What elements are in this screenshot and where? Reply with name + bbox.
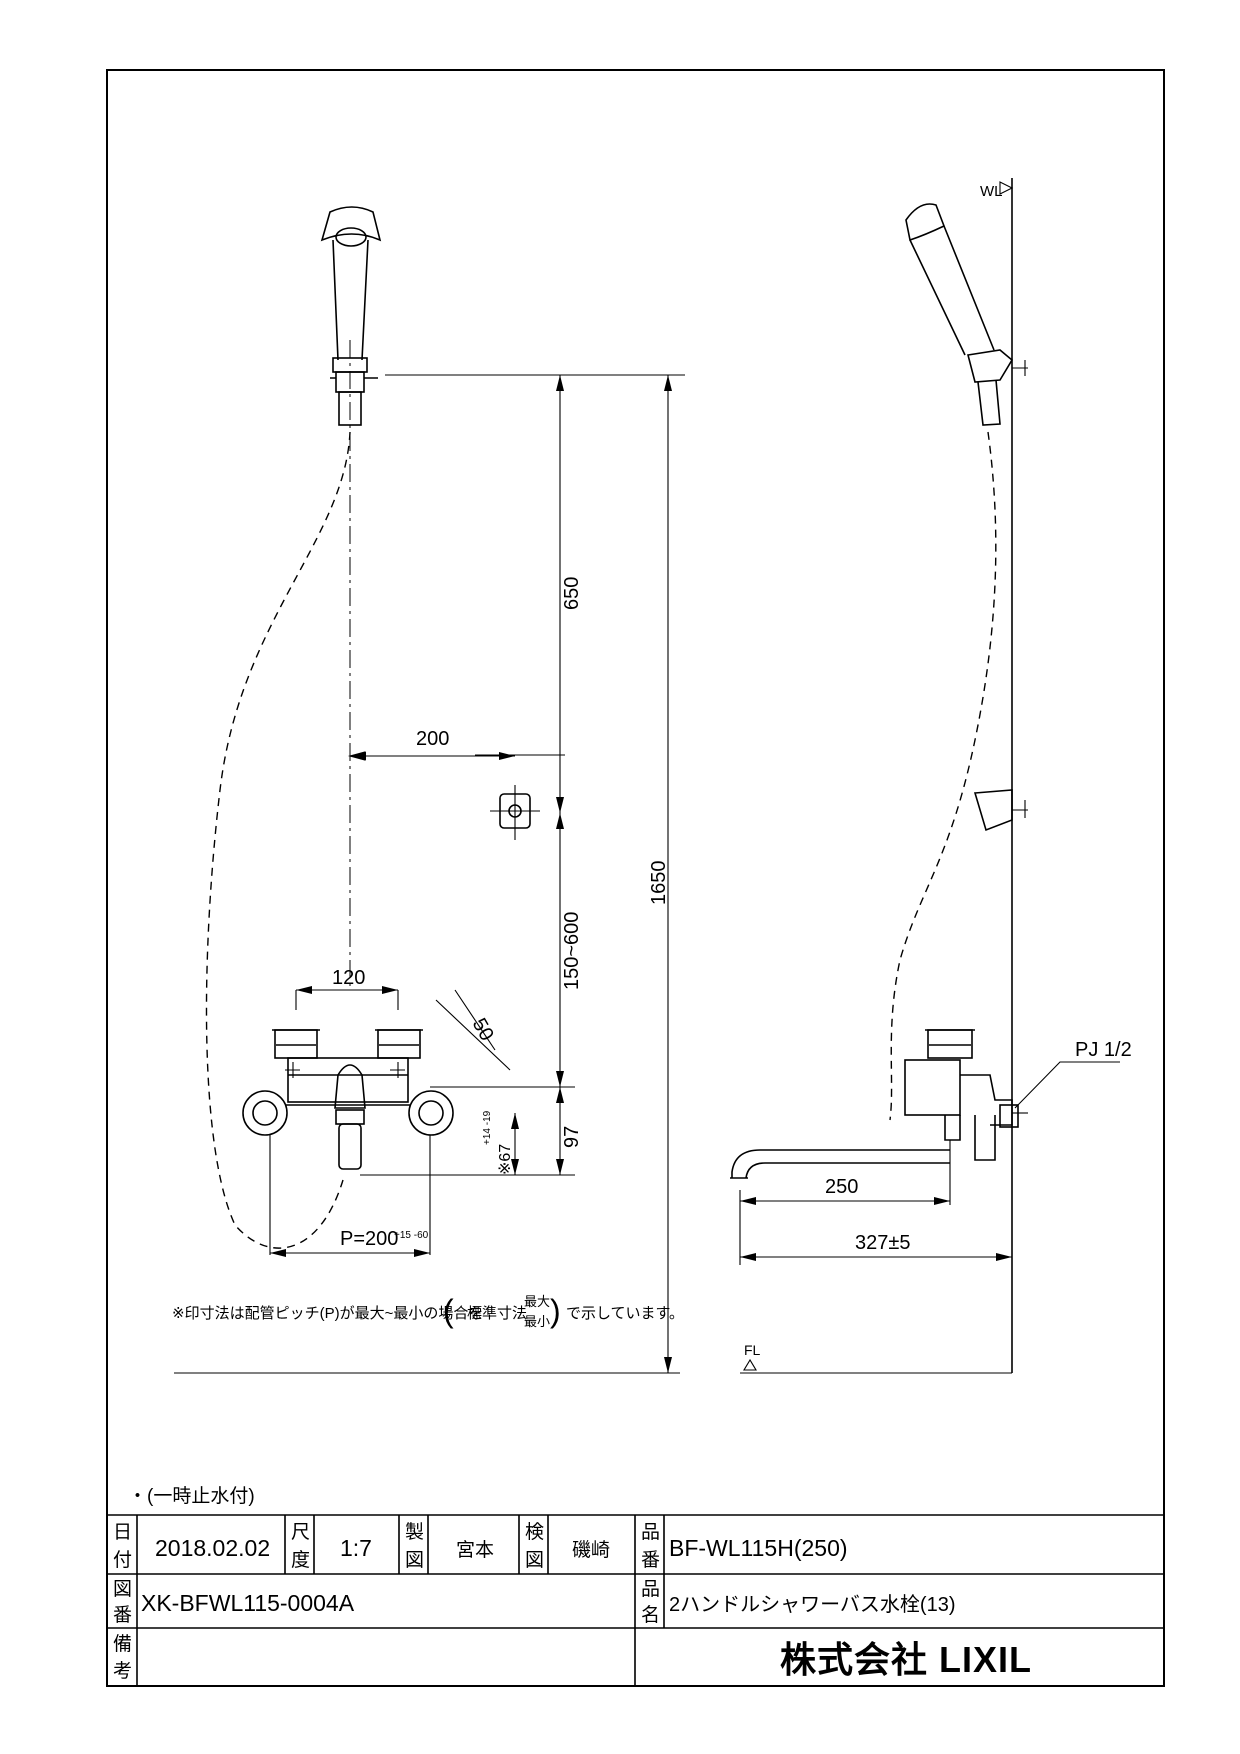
note-suffix: で示しています。 (566, 1305, 684, 1322)
drawn-label-1: 製 (405, 1521, 424, 1543)
front-view: 650 1650 200 150~600 120 50 97 ※67 +14 -… (174, 206, 685, 1374)
dim-67: ※67 (497, 1144, 514, 1175)
dim-50: 50 (468, 1015, 498, 1045)
company-logo: 株式会社 LIXIL (780, 1639, 1032, 1680)
dim-200: 200 (416, 728, 449, 750)
wl-label: WL (980, 183, 1003, 200)
product-no-label-1: 品 (641, 1522, 660, 1543)
pitch-note: ※印寸法は配管ピッチ(P)が最大~最小の場合を ( 標準寸法 最大 最小 ) で… (172, 1293, 684, 1329)
side-view: WL (730, 178, 1132, 1374)
wall-hook-side-icon (973, 789, 1028, 832)
dim-1650: 1650 (648, 861, 670, 906)
drawing-frame (106, 69, 1165, 1687)
checked-value: 磯崎 (572, 1539, 610, 1561)
note-max: 最大 (524, 1294, 550, 1309)
date-value: 2018.02.02 (155, 1535, 270, 1561)
drawing-no-label-1: 図 (113, 1579, 132, 1600)
dim-pitch-tolerance: +15 -60 (394, 1230, 429, 1241)
dim-120: 120 (332, 967, 365, 989)
dim-67-tolerance: +14 -19 (482, 1110, 493, 1145)
dim-650: 650 (561, 577, 583, 610)
product-name-value: 2ハンドルシャワーバス水栓(13) (669, 1593, 956, 1616)
wall-bracket-icon (490, 785, 540, 840)
note-min: 最小 (524, 1314, 550, 1329)
checked-label-2: 図 (525, 1550, 544, 1571)
shower-head-side-icon (905, 203, 1028, 426)
note-prefix: ※印寸法は配管ピッチ(P)が最大~最小の場合を (172, 1305, 483, 1322)
product-no-value: BF-WL115H(250) (669, 1535, 848, 1561)
title-block: 日 付 2018.02.02 尺 度 1:7 製 図 宮本 検 図 磯崎 品 番… (107, 1514, 1164, 1686)
scale-label-1: 尺 (291, 1522, 310, 1543)
hose (205, 431, 351, 1249)
date-label-1: 日 (113, 1522, 132, 1543)
date-label-2: 付 (113, 1549, 132, 1571)
note-std: 標準寸法 (467, 1305, 527, 1322)
drawing-no-label-2: 番 (113, 1604, 132, 1626)
product-no-label-2: 番 (641, 1549, 660, 1571)
drawn-value: 宮本 (456, 1539, 494, 1561)
remarks-label-1: 備 (113, 1633, 132, 1655)
shower-head-icon (320, 206, 382, 990)
note-open-paren: ( (443, 1293, 454, 1329)
drawing-no-value: XK-BFWL115-0004A (141, 1590, 355, 1616)
hose-side (889, 431, 997, 1121)
sub-note: ・(一時止水付) (128, 1485, 255, 1507)
scale-value: 1:7 (340, 1535, 372, 1561)
note-close-paren: ) (550, 1293, 561, 1329)
faucet-side-icon (730, 1029, 1028, 1179)
product-name-label-2: 名 (641, 1604, 660, 1626)
dim-pitch: P=200 (340, 1228, 398, 1250)
scale-label-2: 度 (291, 1549, 310, 1571)
dim-250: 250 (825, 1176, 858, 1198)
dim-150-600: 150~600 (561, 912, 583, 990)
product-name-label-1: 品 (641, 1579, 660, 1600)
checked-label-1: 検 (525, 1521, 544, 1543)
remarks-label-2: 考 (113, 1660, 132, 1682)
drawn-label-2: 図 (405, 1550, 424, 1571)
dim-pj: PJ 1/2 (1075, 1039, 1132, 1061)
dim-327: 327±5 (855, 1232, 910, 1254)
faucet-body-icon (242, 1029, 454, 1170)
fl-label: FL (744, 1342, 761, 1358)
dim-97: 97 (561, 1126, 583, 1148)
